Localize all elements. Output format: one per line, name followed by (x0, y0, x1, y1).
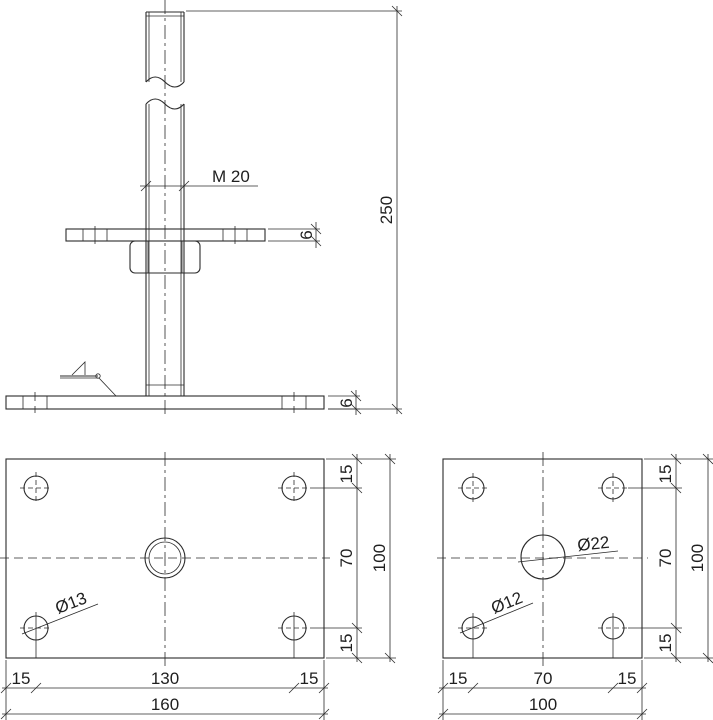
top-plate-thickness-label: 6 (297, 230, 316, 239)
hole-diameter-label: Ø12 (488, 588, 525, 618)
mounting-hole (458, 473, 488, 503)
mounting-hole (278, 612, 310, 658)
hole-diameter-annotation: Ø12 (459, 588, 534, 634)
edge-left-label: 15 (449, 669, 468, 688)
edge-right-label: 15 (618, 669, 637, 688)
total-height-dimension: 250 (186, 5, 403, 415)
hole-spacing-y-label: 70 (656, 549, 675, 568)
edge-bottom-label: 15 (656, 634, 675, 653)
width-label: 100 (529, 695, 557, 714)
hole-spacing-y-label: 70 (337, 549, 356, 568)
mounting-hole (598, 473, 628, 503)
side-view: M 20 6 (5, 0, 403, 418)
large-plate-view: Ø13 15 70 15 100 15 130 15 160 (0, 452, 396, 720)
hole-diameter-label: Ø13 (53, 588, 90, 617)
edge-top-label: 15 (656, 465, 675, 484)
base-plate-thickness-dimension: 6 (328, 390, 362, 415)
edge-right-label: 15 (300, 669, 319, 688)
small-plate-view: Ø22 Ø12 15 70 15 100 15 (437, 452, 713, 720)
hex-nut (129, 240, 201, 274)
thread-dimension: M 20 (140, 167, 258, 192)
base-plate (5, 392, 325, 413)
center-threaded-hole (144, 537, 186, 579)
thread-label: M 20 (212, 167, 250, 186)
total-height-label: 250 (377, 196, 396, 224)
hole-spacing-x-label: 130 (151, 669, 179, 688)
mounting-hole (458, 613, 488, 658)
edge-top-label: 15 (337, 465, 356, 484)
edge-bottom-label: 15 (337, 634, 356, 653)
edge-left-label: 15 (12, 669, 31, 688)
height-label: 100 (688, 544, 707, 572)
center-hole-diameter-annotation: Ø22 (517, 533, 619, 563)
mounting-hole (278, 472, 310, 504)
hole-diameter-annotation: Ø13 (21, 588, 99, 635)
mounting-hole (20, 472, 52, 504)
mounting-hole (598, 613, 628, 658)
mounting-hole (20, 612, 52, 658)
base-plate-thickness-label: 6 (337, 398, 356, 407)
weld-symbol (60, 361, 117, 397)
width-label: 160 (151, 695, 179, 714)
height-label: 100 (370, 544, 389, 572)
center-hole-diameter-label: Ø22 (576, 533, 610, 555)
threaded-rod (145, 11, 185, 396)
hole-spacing-x-label: 70 (534, 669, 553, 688)
top-plate-thickness-dimension: 6 (268, 222, 322, 248)
